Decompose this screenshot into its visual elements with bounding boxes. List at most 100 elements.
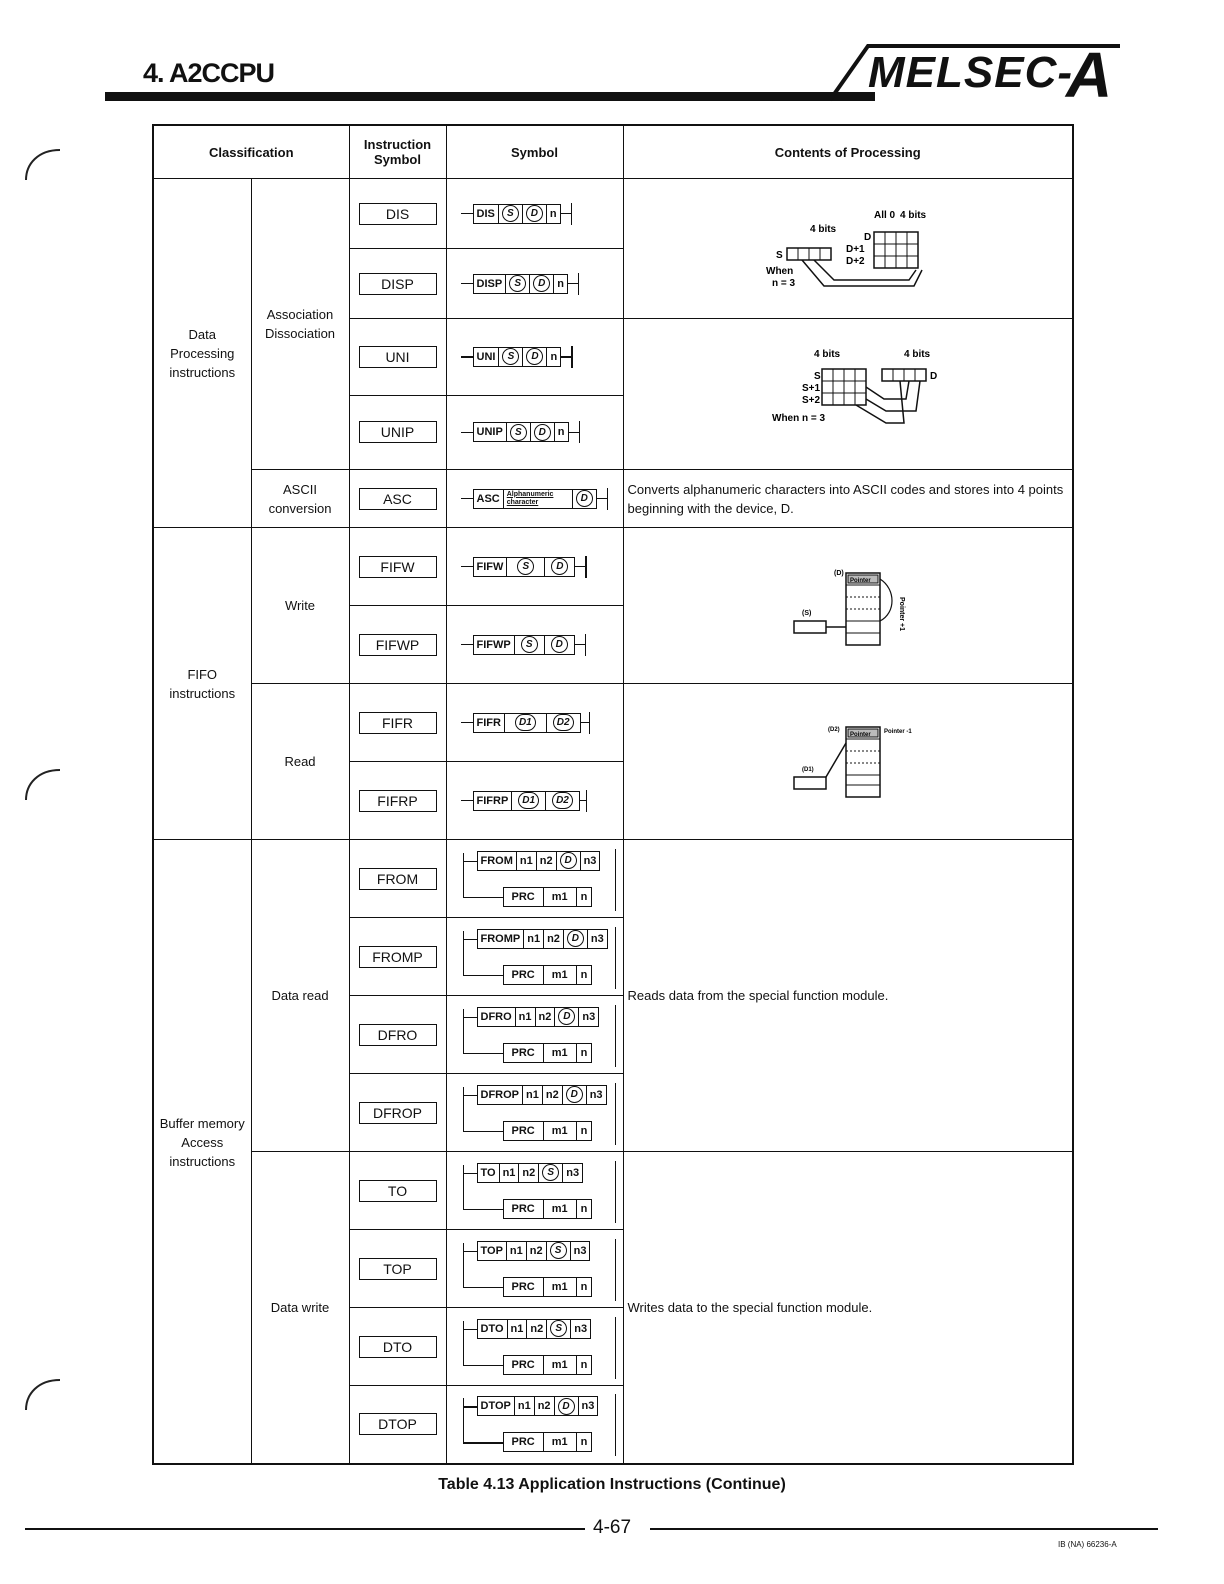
instruction-uni: UNI [358, 345, 437, 368]
ladder-cell: n3 [590, 932, 604, 945]
group-data-read: Data read [250, 839, 350, 1152]
ladder-cell: n1 [507, 1241, 527, 1260]
instruction-dis: DIS [358, 202, 437, 225]
ladder-cell: n [580, 890, 588, 903]
svg-text:4 bits: 4 bits [814, 349, 841, 360]
instruction-fifw: FIFW [358, 555, 437, 578]
footer-rule [25, 1528, 585, 1530]
table-caption: Table 4.13 Application Instructions (Con… [438, 1476, 786, 1493]
ladder-cell: n1 [500, 1163, 520, 1182]
ladder-cell: FROM [478, 851, 517, 870]
svg-text:Pointer +1: Pointer +1 [898, 597, 905, 631]
ladder-cell: n3 [573, 1244, 587, 1257]
svg-text:D+1: D+1 [846, 244, 865, 255]
ladder-cell: n1 [516, 1007, 536, 1026]
ladder-cell: TOP [478, 1241, 507, 1260]
svg-text:S: S [814, 371, 821, 382]
contents-asc: Converts alphanumeric characters into AS… [622, 469, 1074, 528]
instruction-dfrop: DFROP [358, 1101, 437, 1124]
ladder-cell: PRC [504, 1433, 544, 1452]
svg-text:(S): (S) [802, 610, 811, 617]
group-data-processing: Data Processing instructions [152, 178, 252, 528]
header-contents: Contents of Processing [622, 124, 1074, 179]
punch-hole-mark [25, 1379, 61, 1411]
ladder-cell: m1 [544, 887, 577, 906]
group-fifo: FIFO instructions [152, 527, 252, 840]
svg-text:n = 3: n = 3 [772, 278, 796, 289]
instruction-unip: UNIP [358, 421, 437, 444]
ladder-cell: n [580, 1436, 588, 1449]
group-write: Write [250, 527, 350, 684]
instruction-fifrp: FIFRP [358, 789, 437, 812]
punch-hole-mark [25, 149, 61, 181]
table-row: Buffer memory Access instructions Data r… [152, 839, 1074, 1464]
ladder-cell: m1 [544, 1199, 577, 1218]
ladder-cell: n1 [517, 851, 537, 870]
ladder-cell: DFROP [478, 1085, 523, 1104]
ladder-cell: DTOP [478, 1397, 515, 1416]
ladder-cell: PRC [504, 1277, 544, 1296]
brand-frame [830, 44, 1120, 102]
ladder-cell: PRC [504, 965, 544, 984]
ladder-cell: n1 [524, 929, 545, 948]
instruction-dtop: DTOP [358, 1413, 437, 1436]
contents-read: Reads data from the special function mod… [622, 839, 1074, 1152]
ladder-cell: m1 [544, 1355, 577, 1374]
ladder-cell: m1 [544, 965, 577, 984]
fifr-pointer-diagram: (D2) Pointer Pointer -1 (D1) [792, 725, 912, 798]
table-header-row: Classification Instruction Symbol Symbol… [152, 124, 1074, 179]
ladder-cell: TO [478, 1163, 500, 1182]
group-data-write: Data write [250, 1151, 350, 1464]
ladder-cell: n3 [581, 1400, 595, 1413]
svg-text:(D): (D) [834, 570, 844, 577]
ladder-cell: n [580, 1202, 588, 1215]
ladder-cell: S [547, 1319, 572, 1338]
instruction-asc: ASC [358, 487, 437, 510]
ladder-cell: n3 [589, 1088, 603, 1101]
uni-bit-diagram: 4 bits 4 bits S S+1 S+2 D When n = 3 [772, 349, 937, 424]
application-instructions-table: Classification Instruction Symbol Symbol… [152, 124, 1074, 1465]
svg-text:Pointer -1: Pointer -1 [884, 729, 912, 735]
ladder-cell: D [563, 1085, 587, 1104]
ladder-cell: n1 [523, 1085, 543, 1104]
ladder-cell: n [580, 1124, 588, 1137]
ladder-cell: PRC [504, 1199, 544, 1218]
diagram-dis: All 0 4 bits 4 bits S D D+1 D+2 When n =… [622, 178, 1074, 319]
contents-write: Writes data to the special function modu… [622, 1151, 1074, 1464]
ladder-cell: PRC [504, 887, 544, 906]
ladder-cell: n2 [544, 929, 564, 948]
instruction-dto: DTO [358, 1335, 437, 1358]
svg-text:(D1): (D1) [802, 767, 814, 773]
ladder-cell: PRC [504, 1043, 544, 1062]
group-buffer: Buffer memory Access instructions [152, 839, 252, 1464]
svg-text:S+2: S+2 [802, 395, 821, 406]
instruction-to: TO [358, 1179, 437, 1202]
header-rule [105, 92, 875, 101]
svg-text:D: D [930, 371, 937, 382]
fifw-pointer-diagram: (D) Pointer Pointer +1 (S) [792, 570, 905, 646]
instruction-fifr: FIFR [358, 711, 437, 734]
brand-logo-a: A [1066, 39, 1113, 111]
page-number: 4-67 [593, 1517, 632, 1538]
svg-text:4 bits: 4 bits [900, 210, 927, 221]
svg-text:Pointer: Pointer [850, 578, 871, 584]
svg-text:When n = 3: When n = 3 [772, 413, 826, 424]
ladder-cell: D [557, 851, 581, 870]
